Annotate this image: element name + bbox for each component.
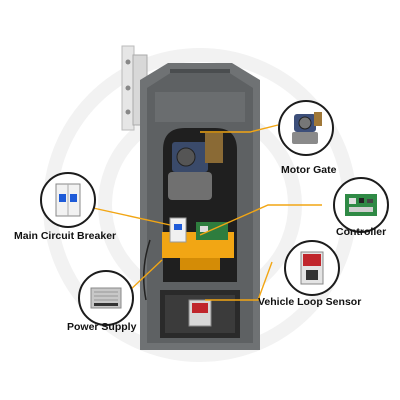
motor-gate-label: Motor Gate: [281, 164, 337, 176]
main-circuit-breaker-callout: [40, 172, 96, 228]
power-supply-label: Power Supply: [67, 321, 137, 333]
motor-gate-callout: [278, 100, 334, 156]
vehicle-loop-sensor-callout: [284, 240, 340, 296]
leader-line-vehicle-loop-sensor: [205, 261, 273, 301]
controller-label: Controller: [336, 226, 387, 238]
power-supply-callout: [78, 270, 134, 326]
controller-callout: [333, 177, 389, 233]
leader-line-motor-gate: [200, 124, 279, 133]
leader-line-controller: [199, 204, 322, 236]
vehicle-loop-sensor-label: Vehicle Loop Sensor: [258, 296, 362, 308]
leader-lines: [74, 124, 322, 301]
main-circuit-breaker-label: Main Circuit Breaker: [14, 230, 117, 242]
leader-line-power-supply: [127, 259, 163, 293]
